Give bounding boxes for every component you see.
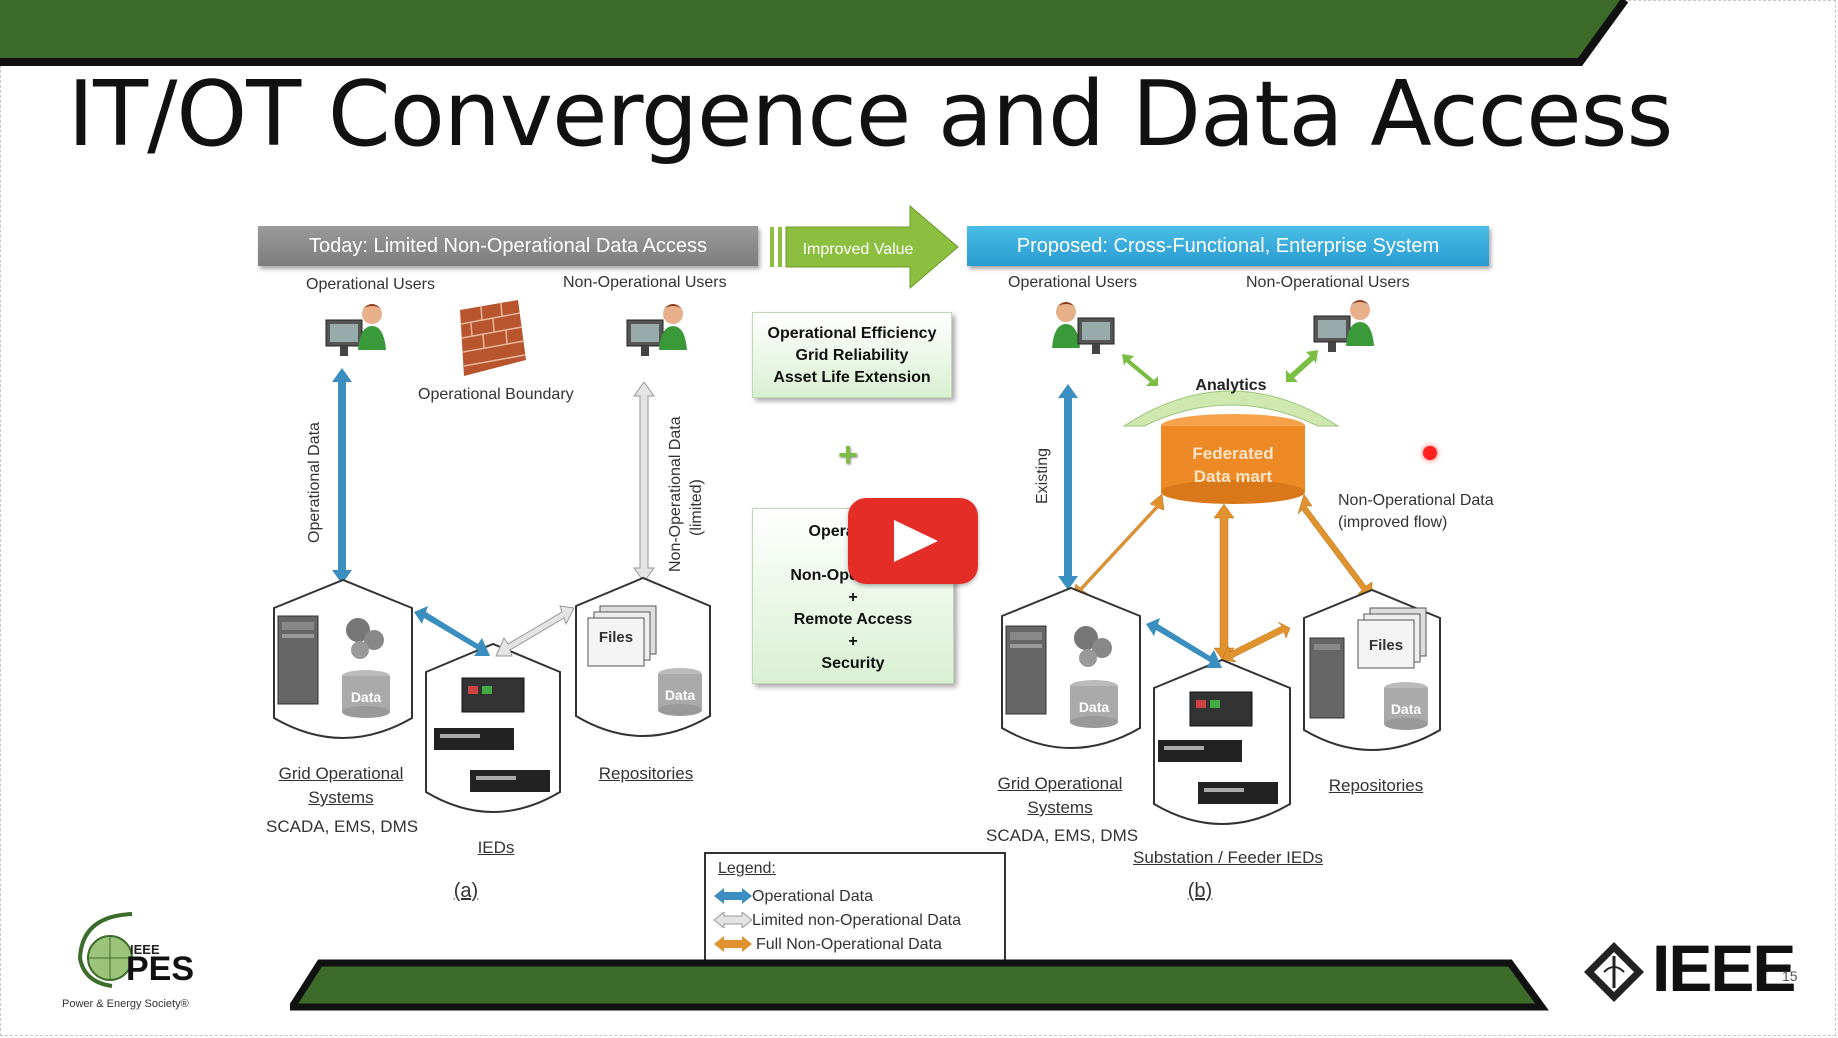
operational-data-label: Operational Data (306, 422, 323, 543)
left-ieds-label: IEDs (477, 838, 515, 857)
left-non-operational-user-icon (626, 304, 687, 356)
right-op-user-analytics-arrow (1122, 354, 1158, 386)
right-grid-systems-sub: SCADA, EMS, DMS (986, 826, 1139, 845)
legend-full-arrow-icon (714, 936, 752, 952)
existing-label: Existing (1034, 447, 1051, 504)
left-grid-systems-label-2: Systems (308, 788, 374, 807)
improved-value-arrow: Improved Value (770, 204, 959, 290)
play-button-icon (894, 520, 938, 562)
pes-subtitle: Power & Energy Society® (62, 998, 189, 1010)
legend-limited-arrow-icon (714, 912, 752, 928)
page-number: 15 (1782, 968, 1798, 984)
operational-boundary-label: Operational Boundary (418, 386, 574, 403)
ieee-text: IEEE (1652, 931, 1796, 1005)
right-ieds-container (1153, 658, 1291, 825)
top-banner-fill (0, 0, 1625, 62)
left-data-label-2: Data (665, 687, 696, 703)
benefit-3: Asset Life Extension (773, 369, 931, 386)
ieee-logo: IEEE 15 (1582, 931, 1802, 1006)
pes-ieee-text: IEEE (130, 942, 160, 957)
non-op-flow-label-1: Non-Operational Data (1338, 492, 1494, 509)
right-existing-arrow (1058, 384, 1078, 590)
benefits-box: Operational Efficiency Grid Reliability … (752, 312, 952, 398)
slide-title: IT/OT Convergence and Data Access (67, 62, 1674, 167)
left-grid-systems-sub: SCADA, EMS, DMS (266, 817, 419, 836)
left-ieds-container (425, 642, 561, 813)
left-operational-users-label: Operational Users (306, 276, 435, 293)
right-operational-user-icon (1052, 302, 1115, 354)
left-limited-link-arrow (495, 605, 575, 657)
non-operational-data-limited-label: (limited) (688, 479, 705, 536)
left-operational-link-arrow (414, 606, 490, 656)
left-grid-systems-label-1: Grid Operational (278, 764, 404, 783)
right-non-operational-user-icon (1313, 300, 1374, 352)
left-operational-user-icon (325, 304, 386, 356)
right-operational-users-label: Operational Users (1008, 274, 1137, 291)
legend-title: Legend: (718, 860, 776, 877)
left-operational-data-arrow (332, 368, 352, 584)
legend-item-limited: Limited non-Operational Data (752, 912, 962, 929)
left-repositories-label: Repositories (598, 764, 694, 783)
legend-item-operational: Operational Data (752, 888, 873, 905)
non-op-flow-label-2: (improved flow) (1338, 514, 1448, 531)
improved-value-label: Improved Value (803, 241, 914, 258)
right-header: Proposed: Cross-Functional, Enterprise S… (967, 226, 1489, 266)
left-grid-systems-container: Data (273, 578, 413, 739)
analytics-label: Analytics (1195, 377, 1266, 394)
right-caption: (b) (1187, 880, 1213, 902)
legend-item-full: Full Non-Operational Data (756, 936, 942, 953)
ieee-pes-logo: IEEE PES Power & Energy Society® (60, 906, 220, 1016)
right-operational-link-arrow (1146, 618, 1222, 668)
datamart-label-2: Data mart (1194, 467, 1273, 486)
benefit-2: Grid Reliability (795, 347, 909, 364)
capability-remote-access: Remote Access (793, 611, 913, 628)
capability-plus-1: + (848, 589, 858, 606)
pointer-dot (1423, 446, 1437, 460)
left-data-label-1: Data (351, 689, 382, 705)
benefit-1: Operational Efficiency (767, 325, 937, 342)
play-button[interactable] (848, 498, 978, 584)
right-grid-systems-label-1: Grid Operational (997, 774, 1123, 793)
firewall-brick-icon (460, 300, 526, 376)
right-non-operational-users-label: Non-Operational Users (1246, 274, 1410, 291)
left-non-operational-users-label: Non-Operational Users (563, 274, 727, 291)
top-banner (0, 0, 1629, 66)
right-data-label-2: Data (1391, 701, 1422, 717)
legend-box: Legend: Operational Data Limited non-Ope… (704, 852, 1006, 974)
right-repositories-label: Repositories (1328, 776, 1424, 795)
ieee-diamond-icon (1584, 942, 1644, 1002)
analytics-datamart-graphic: Analytics Federated Data mart (1122, 377, 1340, 504)
left-non-operational-data-arrow (633, 382, 655, 582)
right-grid-systems-label-2: Systems (1027, 798, 1093, 817)
right-repositories-container: Files Data (1303, 588, 1441, 751)
capability-plus-2: + (848, 633, 858, 650)
datamart-label-1: Federated (1192, 444, 1273, 463)
capability-security: Security (821, 655, 885, 672)
left-caption: (a) (453, 880, 479, 902)
right-grid-systems-container: Data (1001, 586, 1141, 749)
left-repositories-container: Files Data (575, 576, 711, 737)
pes-globe-icon (77, 912, 133, 988)
left-header: Today: Limited Non-Operational Data Acce… (258, 226, 758, 266)
top-banner-edge (0, 0, 1629, 66)
non-operational-data-label: Non-Operational Data (667, 416, 684, 572)
right-nonop-user-analytics-arrow (1286, 350, 1318, 382)
plus-icon: + (838, 436, 858, 474)
right-ieds-label: Substation / Feeder IEDs (1133, 848, 1323, 867)
pes-text: PES (126, 950, 195, 988)
bottom-banner (290, 959, 1549, 1011)
left-files-label: Files (599, 629, 633, 646)
right-data-label-1: Data (1079, 699, 1110, 715)
right-files-label: Files (1369, 637, 1403, 654)
bottom-banner-fill (290, 959, 1549, 1011)
legend-operational-arrow-icon (714, 888, 752, 904)
